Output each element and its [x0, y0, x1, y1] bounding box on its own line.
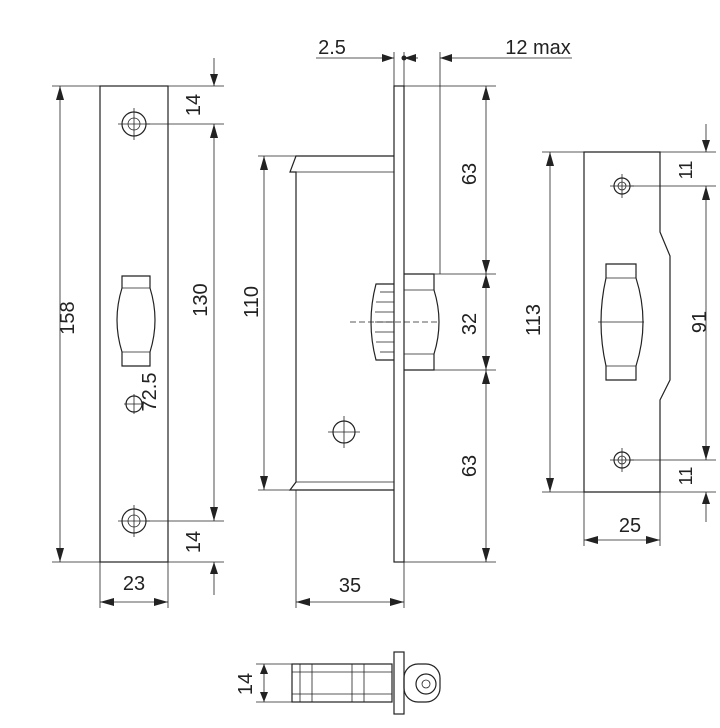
plan-follower-icon: [415, 673, 437, 695]
strike-width-label: 25: [619, 515, 641, 537]
faceplate-width-label: 23: [123, 573, 145, 595]
front-plate: [393, 85, 405, 563]
faceplate-bottom-screw-icon: [118, 505, 150, 537]
lock-case: [288, 155, 394, 491]
bolt-throw-label: 12 max: [505, 37, 571, 59]
faceplate-height-label: 158: [57, 301, 79, 334]
side-follower-icon: [328, 416, 360, 448]
side-view: 2.5 12 max 110 63 32: [241, 37, 572, 608]
dim-plate-thickness: 2.5: [316, 37, 418, 86]
strike-hole-top-label: 11: [676, 161, 696, 180]
dim-strike-width: 25: [583, 492, 661, 546]
dim-case-depth: 35: [295, 490, 405, 608]
dim-strike-hole-bottom: 11: [630, 459, 716, 522]
dim-screw-top-offset: 14: [146, 58, 224, 125]
upper-section-label: 63: [459, 163, 481, 185]
dim-faceplate-height: 158: [52, 85, 100, 563]
plan-view: 14: [235, 651, 441, 715]
dim-strike-height: 113: [523, 151, 584, 493]
screw-top-offset-label: 14: [183, 94, 205, 116]
lower-section-label: 63: [459, 455, 481, 477]
dim-plan-thickness: 14: [235, 663, 292, 703]
faceplate-bolt-opening: [116, 275, 156, 367]
bolt: [350, 273, 440, 371]
strike-hole-bottom-label: 11: [676, 467, 696, 486]
strike-plate-outline: [583, 151, 671, 493]
strike-plate-view: 113 11 91 11 2: [523, 124, 716, 546]
follower-center-label: 72.5: [139, 373, 161, 412]
dim-screw-spacing: 130: [190, 124, 218, 521]
dim-case-height: 110: [241, 155, 296, 491]
screw-spacing-label: 130: [190, 283, 212, 316]
follower-icon: [124, 394, 144, 414]
dim-bolt-throw: 12 max: [439, 37, 572, 274]
case-height-label: 110: [241, 286, 263, 318]
screw-bottom-offset-label: 14: [183, 531, 205, 553]
plan-thickness-label: 14: [235, 673, 257, 695]
plate-thickness-label: 2.5: [318, 37, 346, 59]
dim-screw-bottom-offset: 14: [146, 520, 224, 595]
strike-bolt-opening: [598, 263, 644, 381]
faceplate-top-screw-icon: [118, 108, 150, 140]
dim-strike-hole-spacing: 91: [689, 186, 711, 460]
strike-height-label: 113: [523, 304, 545, 336]
dim-faceplate-width: 23: [99, 562, 169, 608]
dim-chain: 63 32 63: [404, 85, 496, 563]
strike-hole-spacing-label: 91: [689, 311, 711, 333]
faceplate-view: 158 14 130 14 72.5: [52, 58, 224, 608]
bolt-height-label: 32: [459, 313, 481, 335]
case-depth-label: 35: [339, 575, 361, 597]
faceplate-outline: [99, 85, 169, 563]
dim-strike-hole-top: 11: [630, 124, 716, 187]
